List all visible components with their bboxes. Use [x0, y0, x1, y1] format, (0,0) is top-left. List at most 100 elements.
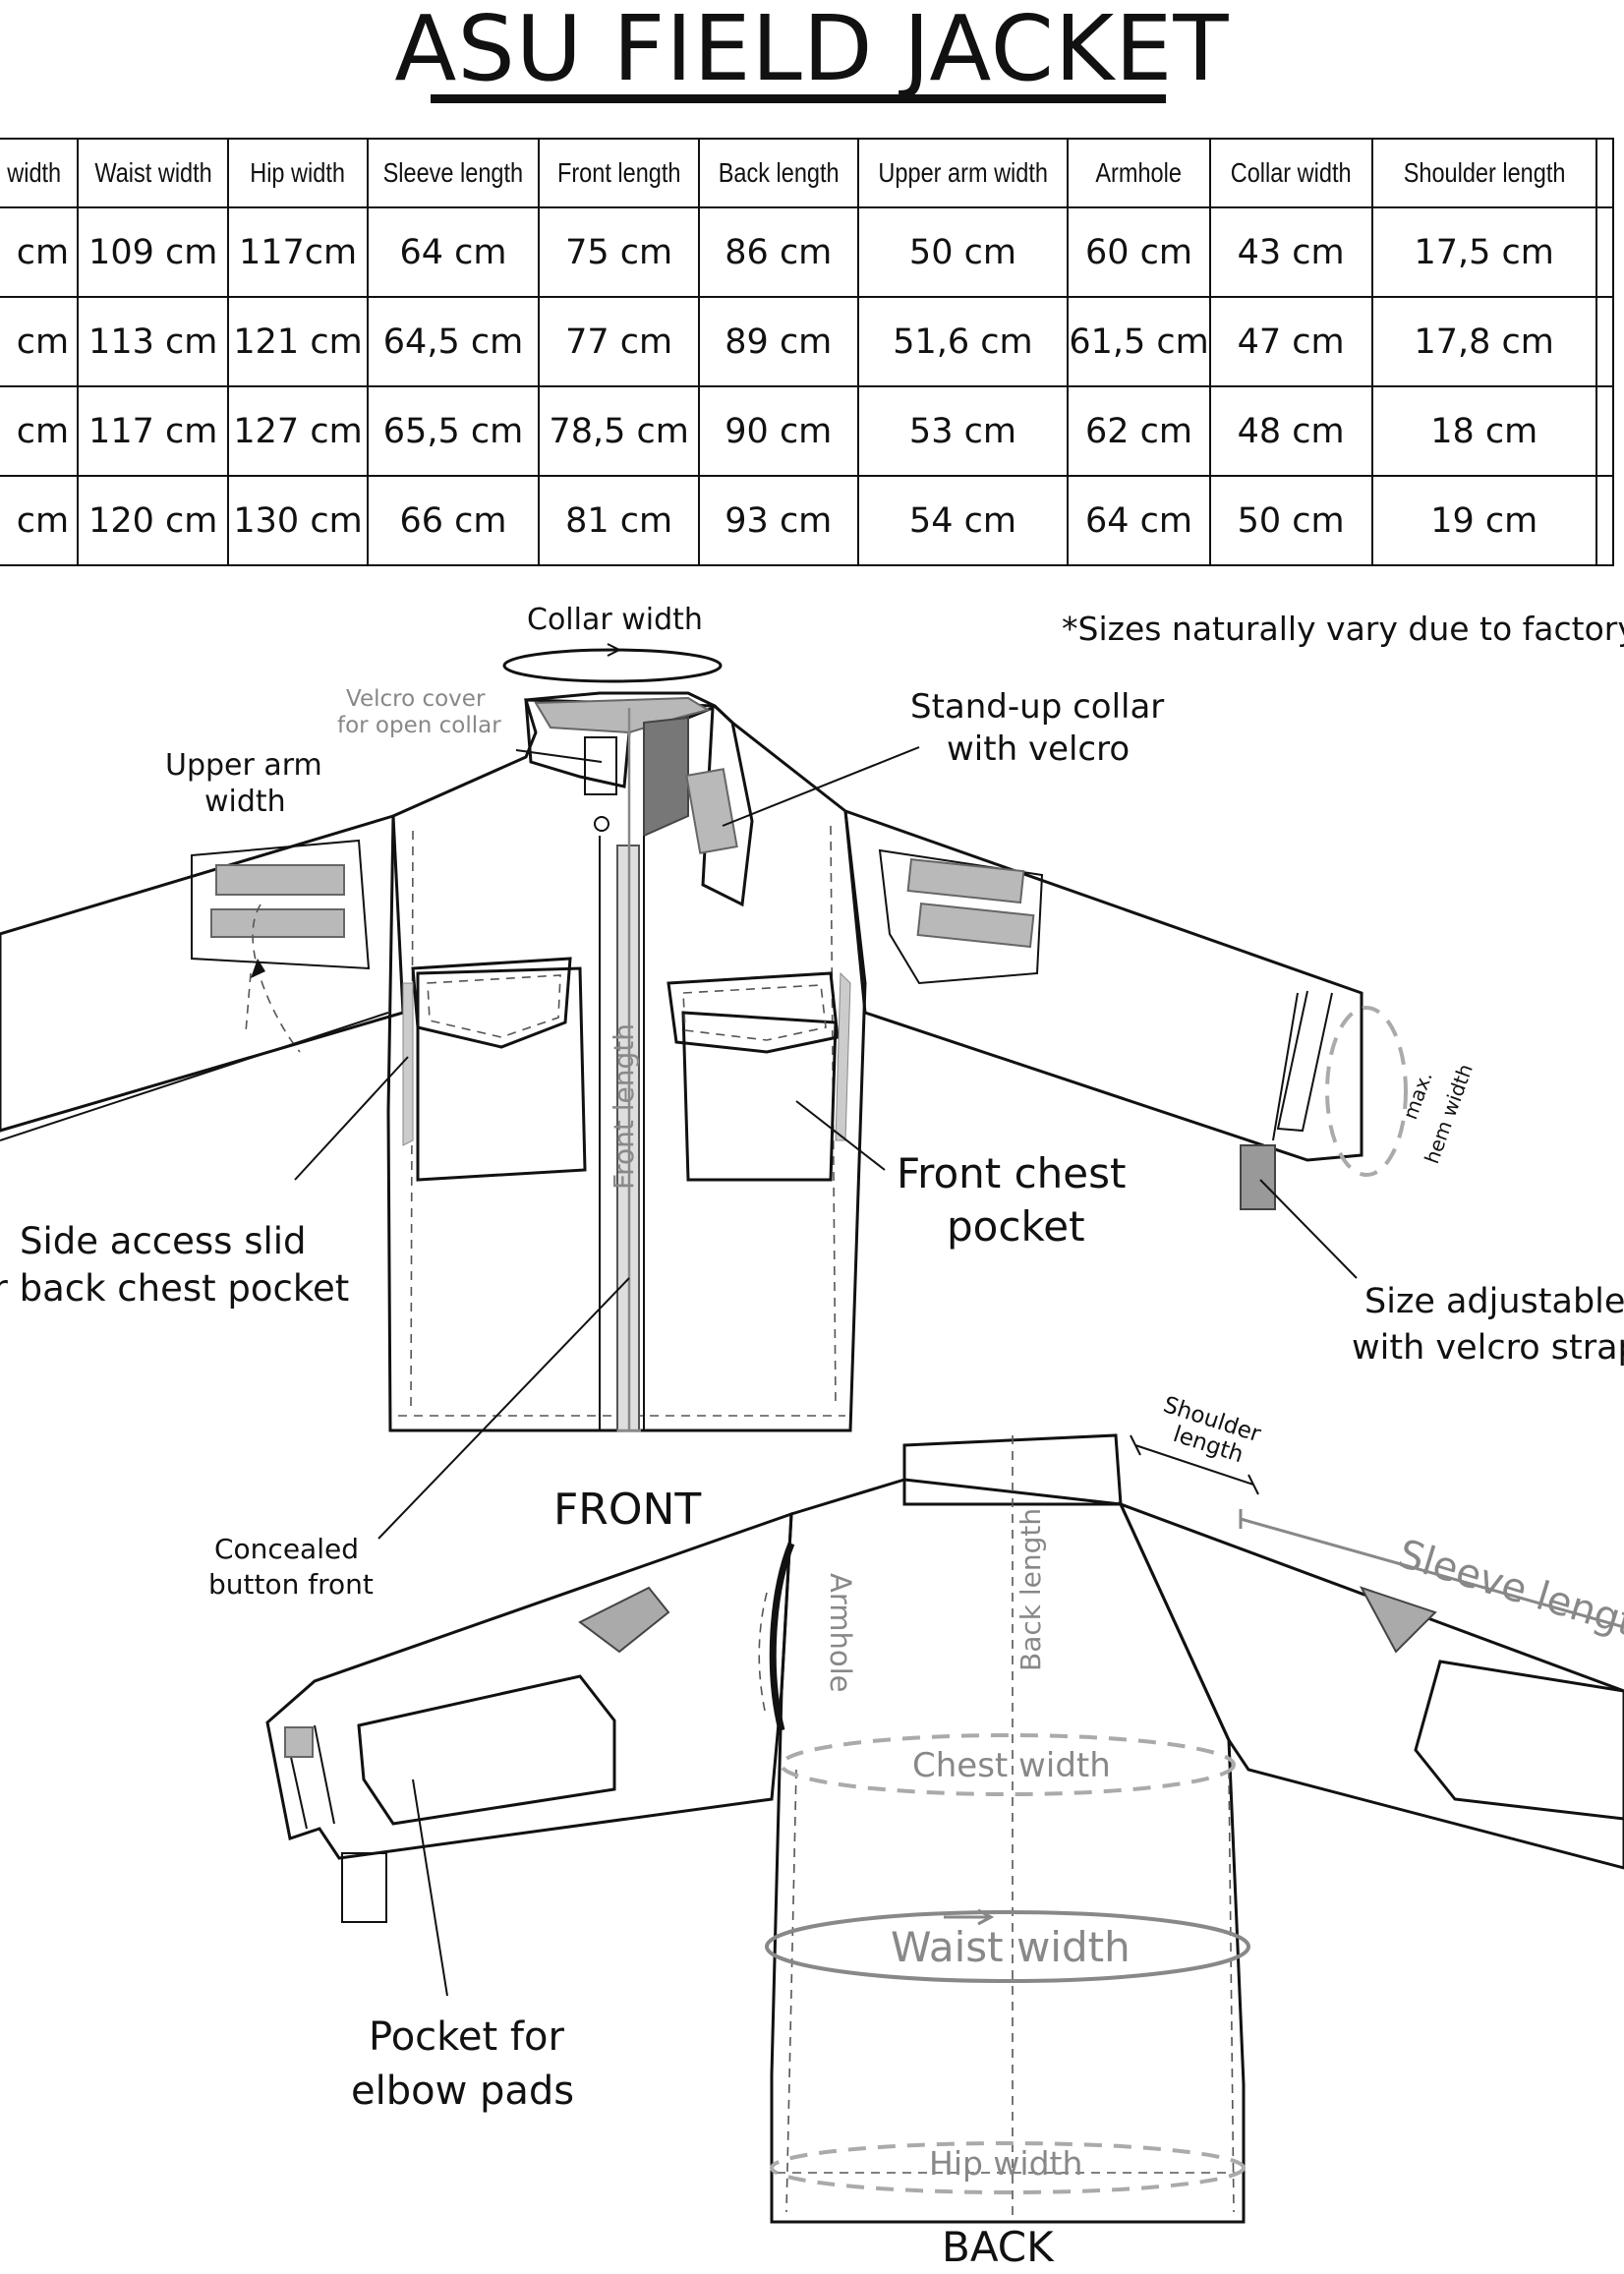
hem-width-ellipse	[1325, 1006, 1408, 1177]
back-right-patch	[1359, 1586, 1437, 1654]
front-right-cuff	[1272, 992, 1363, 1155]
label-sleeve-length: Sleeve length	[1393, 1532, 1624, 1654]
table-cell: 50 cm	[856, 206, 1070, 298]
front-right-sleeve	[843, 808, 1363, 1162]
back-yoke	[902, 1433, 1123, 1506]
collar-width-ellipse	[502, 648, 723, 683]
table-row: cm 109 cm 117cm 64 cm 75 cm 86 cm 50 cm …	[0, 206, 1615, 298]
size-note: *Sizes naturally vary due to factory	[1062, 610, 1624, 648]
table-cell: 54 cm	[856, 475, 1070, 566]
table-cell: 78,5 cm	[538, 385, 701, 477]
leader-side-access-2	[294, 1056, 409, 1181]
label-hip-width: Hip width	[929, 2144, 1082, 2183]
table-cell: 51,6 cm	[856, 296, 1070, 387]
table-cell: 86 cm	[698, 206, 859, 298]
back-left-strap	[341, 1852, 387, 1923]
table-cell: 18 cm	[1370, 385, 1597, 477]
front-left-patch-top	[215, 864, 345, 896]
label-front-chest-1: Front chest	[897, 1149, 1126, 1197]
table-cell: 77 cm	[538, 296, 701, 387]
label-side-access-2: or back chest pocket	[0, 1267, 349, 1310]
label-upper-arm-2: width	[204, 785, 286, 819]
table-cell: 62 cm	[1067, 385, 1211, 477]
collar-inner-gray	[534, 696, 711, 734]
collar-dark-facing	[643, 716, 689, 838]
table-cell: 65,5 cm	[366, 385, 541, 477]
table-cell: 53 cm	[856, 385, 1070, 477]
left-chest-pocket-flap	[411, 957, 572, 1049]
table-cell: 120 cm	[77, 475, 230, 566]
table-cell: 121 cm	[227, 296, 369, 387]
back-left-cuff-tab	[284, 1726, 314, 1758]
front-body	[386, 698, 867, 1432]
label-back-length: Back length	[1015, 1508, 1047, 1671]
leader-velcro-cover	[515, 749, 603, 763]
table-cell: cm	[0, 206, 80, 298]
header-cell: Sleeve length	[366, 138, 541, 208]
collar-width-arrow	[590, 643, 622, 657]
leader-front-chest	[795, 1100, 886, 1171]
table-cell	[1595, 296, 1615, 387]
table-cell: 130 cm	[227, 475, 369, 566]
leader-lines	[0, 746, 1358, 1997]
back-side-stitch	[785, 1769, 1235, 2213]
table-cell	[1595, 475, 1615, 566]
table-header-row: width Waist width Hip width Sleeve lengt…	[0, 138, 1615, 208]
label-waist-width: Waist width	[891, 1923, 1131, 1971]
page-title: ASU FIELD JACKET	[394, 0, 1230, 101]
label-concealed-2: button front	[208, 1568, 374, 1601]
collar-velcro-patch	[685, 768, 738, 854]
leader-size-adjust	[1259, 1179, 1358, 1279]
front-left-sleeve	[0, 814, 405, 1133]
header-cell: Back length	[698, 138, 859, 208]
label-elbow-2: elbow pads	[351, 2069, 574, 2114]
label-velcro-cover-1: Velcro cover	[346, 686, 486, 712]
front-jacket	[0, 643, 1408, 1432]
right-chest-pocket-flap	[667, 971, 840, 1054]
label-standup-2: with velcro	[947, 729, 1130, 769]
header-cell: Hip width	[227, 138, 369, 208]
left-chest-pocket	[416, 966, 587, 1182]
sleeve-length-measure	[1239, 1509, 1624, 1629]
table-row: cm 113 cm 121 cm 64,5 cm 77 cm 89 cm 51,…	[0, 296, 1615, 387]
header-cell: Upper arm width	[856, 138, 1070, 208]
table-cell: 93 cm	[698, 475, 859, 566]
table-cell: 81 cm	[538, 475, 701, 566]
leader-elbow	[412, 1778, 448, 1997]
table-cell	[1595, 385, 1615, 477]
table-cell: 64,5 cm	[366, 296, 541, 387]
header-cell	[1595, 138, 1615, 208]
right-pocket-inner	[682, 984, 827, 1041]
front-placket	[599, 836, 645, 1430]
table-cell: cm	[0, 385, 80, 477]
label-upper-arm-1: Upper arm	[165, 748, 322, 783]
back-right-sleeve	[1118, 1501, 1624, 1870]
armhole-measure	[769, 1542, 795, 1731]
table-cell: 60 cm	[1067, 206, 1211, 298]
table-cell: 109 cm	[77, 206, 230, 298]
table-cell: 90 cm	[698, 385, 859, 477]
table-cell: 47 cm	[1208, 296, 1373, 387]
label-elbow-1: Pocket for	[369, 2014, 564, 2060]
label-side-access-1: Side access slid	[20, 1220, 307, 1262]
right-elbow-pocket	[1414, 1660, 1624, 1821]
table-cell: 66 cm	[366, 475, 541, 566]
front-left-patch-bottom	[210, 908, 345, 938]
table-row: cm 117 cm 127 cm 65,5 cm 78,5 cm 90 cm 5…	[0, 385, 1615, 477]
left-elbow-pocket	[357, 1674, 616, 1826]
table-cell: 89 cm	[698, 296, 859, 387]
waist-width-ellipse	[765, 1910, 1250, 1983]
front-right-patch-top	[906, 858, 1025, 904]
front-right-patch-bottom	[916, 903, 1035, 949]
shoulder-length-measure	[1130, 1434, 1259, 1495]
chest-width-ellipse	[780, 1733, 1236, 1796]
label-back: BACK	[942, 2223, 1055, 2271]
table-cell: 50 cm	[1208, 475, 1373, 566]
label-front-chest-2: pocket	[947, 1202, 1085, 1251]
label-size-adj-2: with velcro strap	[1352, 1328, 1624, 1368]
header-cell: width	[0, 138, 80, 208]
label-standup-1: Stand-up collar	[910, 687, 1164, 727]
table-cell: 113 cm	[77, 296, 230, 387]
header-cell: Armhole	[1067, 138, 1211, 208]
